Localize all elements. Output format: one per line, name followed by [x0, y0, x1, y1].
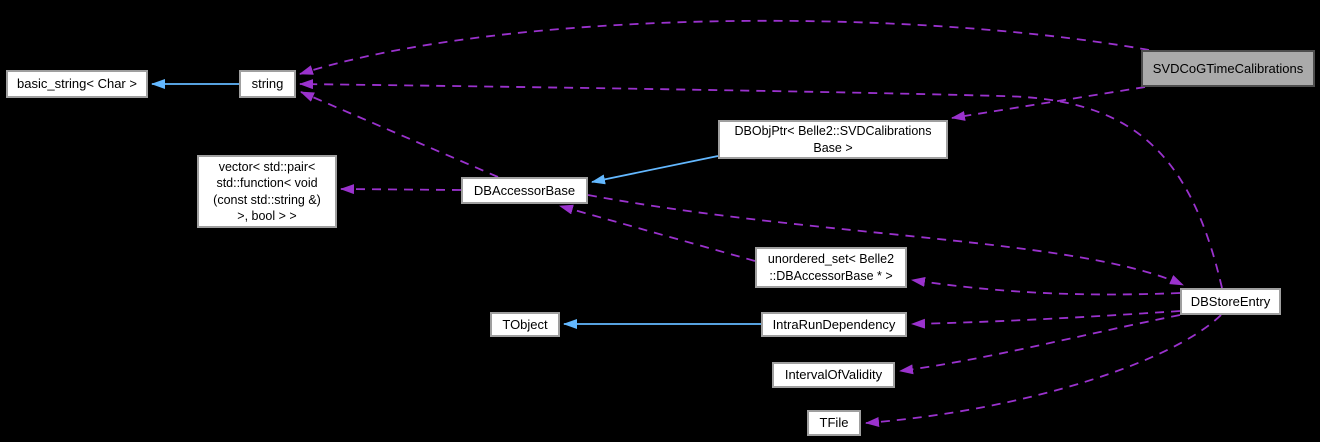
- node-label: ::DBAccessorBase * >: [769, 268, 893, 283]
- edge-svdcog-to-string: [299, 19, 1150, 75]
- edge-dbaccessorbase-to-vector: [340, 184, 462, 195]
- node-label: DBAccessorBase: [473, 182, 576, 198]
- node-label: DBStoreEntry: [1190, 293, 1271, 309]
- edge-dbaccessorbase-to-string: [300, 91, 499, 178]
- edge-dbstoreentry-to-tfile: [865, 314, 1222, 427]
- node-dbaccessorbase[interactable]: DBAccessorBase: [461, 177, 588, 204]
- edge-dbstoreentry-to-intervalofvalidity: [899, 314, 1181, 375]
- node-label: IntervalOfValidity: [784, 367, 883, 382]
- node-tfile[interactable]: TFile: [807, 410, 861, 436]
- edge-dbaccessorbase-to-dbstoreentry: [587, 194, 1184, 286]
- edge-dbstoreentry-to-intrarundependency: [911, 310, 1181, 329]
- node-label: Base >: [813, 140, 853, 155]
- node-dbstoreentry[interactable]: DBStoreEntry: [1180, 288, 1281, 315]
- node-label: (const std::string &): [213, 192, 321, 207]
- node-intrarundependency[interactable]: IntraRunDependency: [761, 312, 907, 337]
- node-tobject[interactable]: TObject: [490, 312, 560, 337]
- node-label: std::function< void: [216, 176, 318, 190]
- node-unordered-set[interactable]: unordered_set< Belle2 ::DBAccessorBase *…: [755, 247, 907, 288]
- node-label: string: [251, 76, 284, 91]
- node-label: SVDCoGTimeCalibrations: [1152, 60, 1304, 76]
- edge-dbstoreentry-to-string: [299, 79, 1223, 289]
- node-string[interactable]: string: [239, 70, 296, 98]
- edge-dbstoreentry-to-unordered-set: [911, 276, 1181, 296]
- node-intervalofvalidity[interactable]: IntervalOfValidity: [772, 362, 895, 388]
- node-label: IntraRunDependency: [772, 316, 896, 332]
- node-vector-callbacks[interactable]: vector< std::pair< std::function< void (…: [197, 155, 337, 228]
- edge-dbobjptr-to-dbaccessorbase: [591, 155, 719, 185]
- node-label: >, bool > >: [237, 209, 297, 223]
- node-svdcogtimecalibrations[interactable]: SVDCoGTimeCalibrations: [1141, 50, 1315, 87]
- node-dbobjptr[interactable]: DBObjPtr< Belle2::SVDCalibrations Base >: [718, 120, 948, 159]
- edge-unordered-set-to-dbaccessorbase: [559, 204, 756, 262]
- edge-svdcog-to-dbobjptr: [951, 86, 1146, 121]
- node-basic-string[interactable]: basic_string< Char >: [6, 70, 148, 98]
- node-label: TFile: [819, 415, 849, 430]
- node-label: basic_string< Char >: [17, 76, 137, 91]
- node-label: DBObjPtr< Belle2::SVDCalibrations: [734, 124, 932, 138]
- node-label: TObject: [502, 316, 548, 332]
- node-label: unordered_set< Belle2: [767, 252, 895, 266]
- node-label: vector< std::pair<: [218, 159, 316, 174]
